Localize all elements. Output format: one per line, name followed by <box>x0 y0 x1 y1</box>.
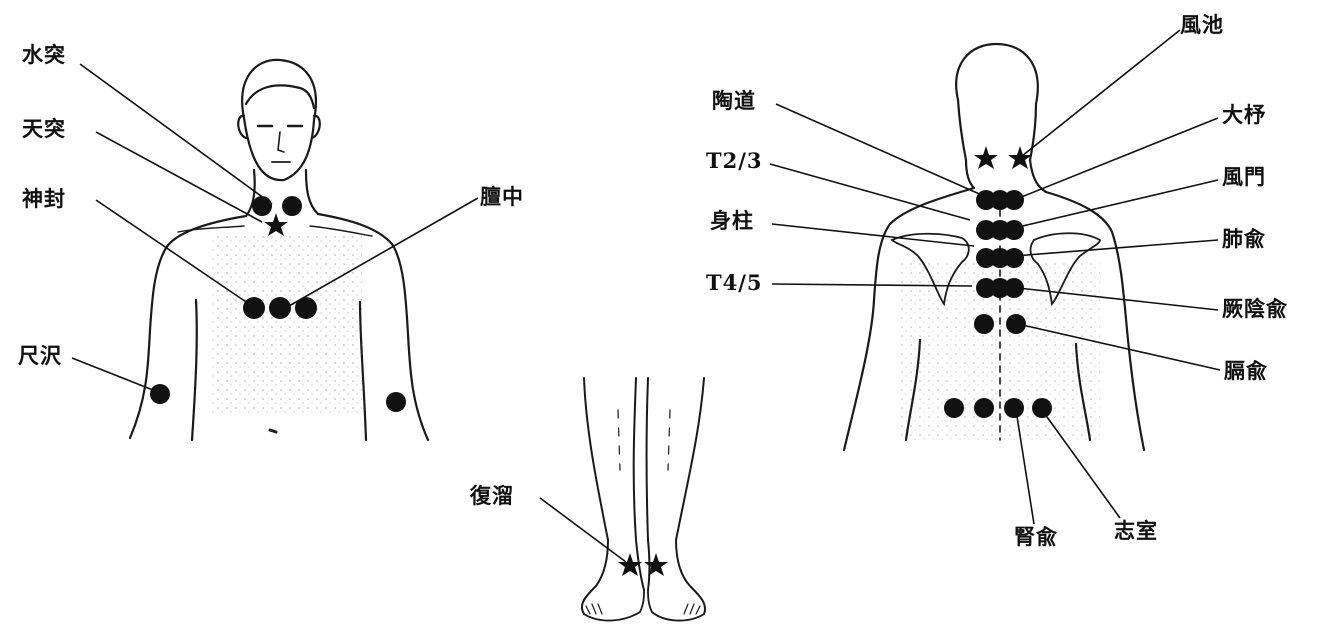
point-kakuyu-left <box>974 314 994 334</box>
label-ketsuinyu: 厥陰兪 <box>1222 298 1288 319</box>
front-neck-right <box>306 170 318 214</box>
label-tokudo: 陶道 <box>712 90 756 111</box>
point-jinyu-left <box>974 398 994 418</box>
right-shin-mark <box>668 410 670 470</box>
label-jinyu: 腎兪 <box>1014 526 1058 547</box>
label-danchu: 膻中 <box>480 186 524 207</box>
back-neck-right <box>1030 160 1046 192</box>
point-jinyu-right <box>1004 398 1024 418</box>
label-shishitsu: 志室 <box>1114 520 1158 541</box>
right-leg-outer <box>676 378 705 614</box>
label-haiyu: 肺兪 <box>1222 228 1266 249</box>
point-t45-row-3 <box>1004 278 1024 298</box>
leader-tentotsu <box>96 132 262 222</box>
label-shinpo: 神封 <box>22 188 66 209</box>
back-head-left <box>958 100 966 160</box>
point-danchu <box>269 297 291 319</box>
leg-figure <box>582 378 705 621</box>
point-shinpo-right <box>295 297 317 319</box>
point-kakuyu-right <box>1006 314 1026 334</box>
back-head-outline <box>956 44 1038 160</box>
front-nose <box>278 132 284 152</box>
point-tentotsu-star <box>264 213 288 236</box>
label-daijo: 大杼 <box>1222 104 1266 125</box>
front-chest-stipple <box>212 236 362 416</box>
left-leg-inner <box>634 378 644 590</box>
leader-shakutaku <box>72 358 158 392</box>
point-tokudo-row-3 <box>1004 190 1024 210</box>
point-fukuryu-right-star <box>644 553 668 576</box>
point-shishitsu-left <box>944 398 964 418</box>
point-shinchu-row-3 <box>1004 248 1024 268</box>
leader-t23 <box>770 164 970 220</box>
leader-tokudo <box>776 104 984 196</box>
right-leg-inner <box>647 378 650 590</box>
label-shakutaku: 尺沢 <box>18 345 62 366</box>
right-foot <box>648 590 704 621</box>
front-hairline <box>246 85 314 108</box>
point-t23-row-3 <box>1004 220 1024 240</box>
point-fuchi-left-star <box>974 146 998 169</box>
label-fukuryu: 復溜 <box>470 485 514 506</box>
label-shinchu: 身柱 <box>710 210 754 231</box>
right-toes <box>684 604 700 614</box>
leader-fukuryu <box>540 498 626 562</box>
front-right-chest-line <box>310 226 372 236</box>
point-fuchi-right-star <box>1008 146 1032 169</box>
front-left-chest-line <box>178 226 244 232</box>
left-leg-outer <box>582 378 608 614</box>
point-shakutaku-right <box>386 392 406 412</box>
label-tentotsu: 天突 <box>22 118 66 139</box>
left-toes <box>586 604 602 614</box>
label-fuchi: 風池 <box>1180 14 1224 35</box>
left-shin-mark <box>618 410 620 470</box>
label-suitotsu: 水突 <box>22 44 66 65</box>
point-suitotsu-left <box>252 196 272 216</box>
label-kakuyu: 膈兪 <box>1224 360 1268 381</box>
label-fumon: 風門 <box>1222 166 1266 187</box>
point-shinpo-left <box>243 297 265 319</box>
point-shishitsu-right <box>1032 398 1052 418</box>
label-t45: T4/5 <box>706 272 763 293</box>
point-suitotsu-right <box>282 196 302 216</box>
point-shakutaku-left <box>150 384 170 404</box>
leg-points <box>618 553 668 576</box>
front-left-inner-arm <box>192 300 197 440</box>
label-t23: T2/3 <box>706 150 763 171</box>
leader-fuchi <box>1022 30 1180 156</box>
back-neck-left <box>966 160 974 188</box>
front-navel <box>270 430 276 432</box>
